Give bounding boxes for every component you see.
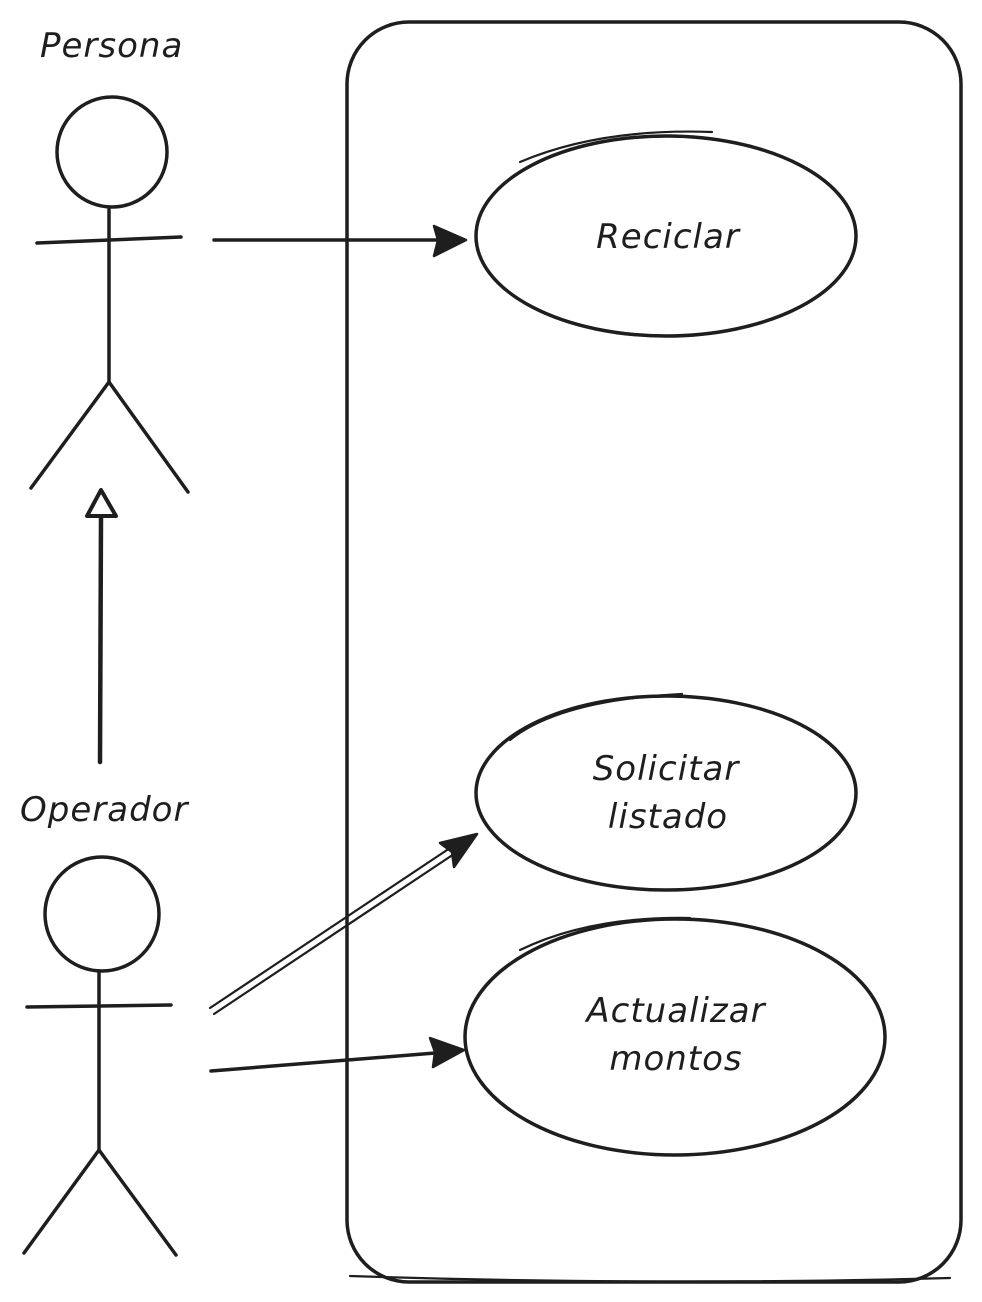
actor-persona-head xyxy=(55,95,169,209)
use-case-reciclar-label: Reciclar xyxy=(596,217,741,257)
use-case-reciclar[interactable]: Reciclar xyxy=(474,130,858,338)
generalization-operador-persona-arrowhead xyxy=(85,488,118,518)
association-operador-solicitar-listado-arrowhead xyxy=(438,832,479,869)
actor-persona-legs xyxy=(29,380,190,494)
use-case-actualizar-montos[interactable]: Actualizar montos xyxy=(463,916,887,1157)
actor-operador-head xyxy=(43,855,161,973)
use-case-reciclar-sketch xyxy=(518,130,714,164)
use-case-solicitar-listado-label-line-2: listado xyxy=(608,797,728,837)
association-operador-actualizar-montos-line xyxy=(209,1049,462,1073)
association-operador-solicitar-listado-line-a xyxy=(208,846,452,1010)
association-operador-actualizar-montos xyxy=(209,1036,466,1073)
association-persona-reciclar xyxy=(212,224,468,258)
actor-persona-label: Persona xyxy=(40,26,183,66)
use-case-reciclar-ellipse xyxy=(474,134,858,338)
actor-persona[interactable]: Persona xyxy=(29,26,190,494)
generalization-operador-persona-line xyxy=(97,513,104,765)
use-case-actualizar-montos-ellipse xyxy=(463,917,887,1157)
actor-operador-label: Operador xyxy=(20,790,189,830)
association-operador-solicitar-listado-line-b xyxy=(212,852,456,1016)
association-persona-reciclar-arrowhead xyxy=(432,224,468,258)
use-case-solicitar-listado-label-line-1: Solicitar xyxy=(593,749,741,789)
system-boundary xyxy=(345,20,963,1284)
association-operador-solicitar-listado xyxy=(208,832,479,1016)
actor-operador-legs xyxy=(22,1148,178,1257)
association-operador-actualizar-montos-arrowhead xyxy=(428,1036,466,1069)
generalization-operador-persona xyxy=(85,488,118,765)
use-case-actualizar-montos-label-line-2: montos xyxy=(609,1039,742,1079)
use-case-solicitar-listado[interactable]: Solicitar listado xyxy=(474,692,858,892)
actor-operador[interactable]: Operador xyxy=(20,790,189,1257)
use-case-solicitar-listado-sketch xyxy=(508,692,684,742)
use-case-actualizar-montos-label-line-1: Actualizar xyxy=(584,991,766,1031)
system-boundary-sketch xyxy=(348,1274,952,1283)
use-case-actualizar-montos-sketch xyxy=(518,916,692,952)
